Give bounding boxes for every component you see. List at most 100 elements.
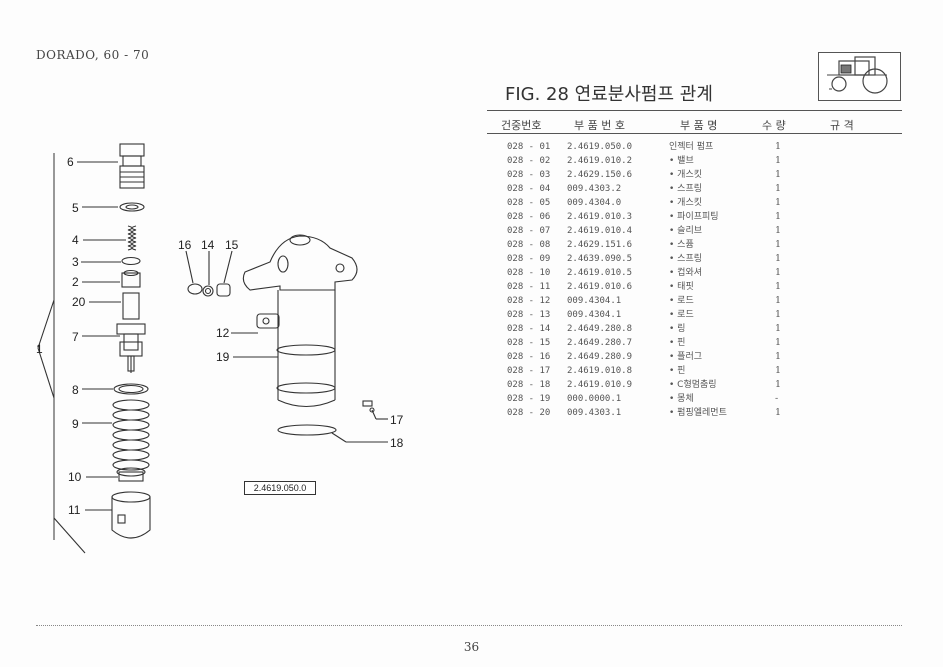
table-top-rule xyxy=(487,110,902,111)
part-number: 009.4303.2 xyxy=(567,184,622,194)
quantity: 1 xyxy=(775,323,782,334)
row-number: 028 - 07 xyxy=(507,226,551,236)
assembly-part-number: 2.4619.050.0 xyxy=(244,481,316,495)
part-name: • 핀 xyxy=(669,366,686,376)
page-number: 36 xyxy=(463,640,480,654)
row-number: 028 - 01 xyxy=(507,142,551,152)
part-name: • 핀 xyxy=(669,338,686,348)
row-number: 028 - 17 xyxy=(507,366,551,376)
row-number: 028 - 09 xyxy=(507,254,551,264)
exploded-diagram: 1 2 3 4 5 6 7 8 9 10 11 12 14 15 16 17 1… xyxy=(36,143,404,554)
part-name: • 로드 xyxy=(669,310,694,320)
part-number: 2.4619.010.5 xyxy=(567,268,633,278)
quantity: 1 xyxy=(775,183,782,194)
part-name: • 태핏 xyxy=(669,282,694,292)
table-row: 028 - 01 2.4619.050.0 인젝터 펌프 1 xyxy=(0,140,943,154)
part-number: 2.4619.010.9 xyxy=(567,380,633,390)
callout-6: 6 xyxy=(67,155,74,169)
part-number: 2.4619.010.2 xyxy=(567,156,633,166)
model-label: DORADO, 60 - 70 xyxy=(36,48,150,62)
part-number: 2.4619.010.6 xyxy=(567,282,633,292)
table-row: 028 - 19 000.0000.1 • 몽체 - xyxy=(0,392,943,406)
part-name: • 플러그 xyxy=(669,352,703,362)
part-name: • 펌핑엘레먼트 xyxy=(669,408,727,418)
table-row: 028 - 11 2.4619.010.6 • 태핏 1 xyxy=(0,280,943,294)
row-number: 028 - 19 xyxy=(507,394,551,404)
callout-5: 5 xyxy=(72,201,79,215)
quantity: 1 xyxy=(775,155,782,166)
part-number: 2.4619.050.0 xyxy=(567,142,633,152)
part-number: 009.4304.0 xyxy=(567,198,622,208)
callout-11: 11 xyxy=(68,503,81,517)
quantity: 1 xyxy=(775,141,782,152)
quantity: 1 xyxy=(775,239,782,250)
callout-10: 10 xyxy=(68,470,82,484)
part-number: 2.4649.280.7 xyxy=(567,338,633,348)
quantity: 1 xyxy=(775,267,782,278)
quantity: 1 xyxy=(775,281,782,292)
quantity: 1 xyxy=(775,337,782,348)
table-header-rule xyxy=(487,133,902,134)
callout-2: 2 xyxy=(72,275,79,289)
part-name: • 링 xyxy=(669,324,686,334)
row-number: 028 - 02 xyxy=(507,156,551,166)
quantity: - xyxy=(775,393,779,404)
tractor-thumbnail xyxy=(818,52,901,101)
quantity: 1 xyxy=(775,309,782,320)
row-number: 028 - 11 xyxy=(507,282,551,292)
footer-rule xyxy=(36,625,902,626)
part-number: 2.4619.010.3 xyxy=(567,212,633,222)
part-name: • 밸브 xyxy=(669,156,694,166)
part-name: • 스프링 xyxy=(669,184,703,194)
part-name: • 개스킷 xyxy=(669,198,703,208)
quantity: 1 xyxy=(775,197,782,208)
callout-17: 17 xyxy=(390,413,404,427)
callout-4: 4 xyxy=(72,233,79,247)
part-number: 2.4619.010.8 xyxy=(567,366,633,376)
col-header-spec: 규 격 xyxy=(830,119,854,132)
callout-3: 3 xyxy=(72,255,79,269)
table-row: 028 - 13 009.4304.1 • 로드 1 xyxy=(0,308,943,322)
part-number: 009.4304.1 xyxy=(567,310,622,320)
figure-title: FIG. 28 연료분사펌프 관계 xyxy=(505,84,713,105)
quantity: 1 xyxy=(775,225,782,236)
part-number: 2.4649.280.8 xyxy=(567,324,633,334)
callout-14: 14 xyxy=(201,238,215,252)
table-row: 028 - 15 2.4649.280.7 • 핀 1 xyxy=(0,336,943,350)
part-number: 009.4303.1 xyxy=(567,408,622,418)
part-number: 000.0000.1 xyxy=(567,394,622,404)
quantity: 1 xyxy=(775,253,782,264)
part-name: • C형멈춤링 xyxy=(669,380,717,390)
callout-19: 19 xyxy=(216,350,230,364)
callout-7: 7 xyxy=(72,330,79,344)
part-name: • 몽체 xyxy=(669,394,694,404)
callout-12: 12 xyxy=(216,326,230,340)
tractor-icon xyxy=(827,56,888,94)
part-name: • 스프링 xyxy=(669,254,703,264)
quantity: 1 xyxy=(775,211,782,222)
callout-9: 9 xyxy=(72,417,79,431)
callout-16: 16 xyxy=(178,238,192,252)
part-name: • 스퓸 xyxy=(669,240,694,250)
part-name: • 슬리브 xyxy=(669,226,703,236)
col-header-name: 부 품 명 xyxy=(680,119,718,132)
callout-18: 18 xyxy=(390,436,404,450)
row-number: 028 - 04 xyxy=(507,184,551,194)
table-row: 028 - 02 2.4619.010.2 • 밸브 1 xyxy=(0,154,943,168)
row-number: 028 - 15 xyxy=(507,338,551,348)
part-name: 인젝터 펌프 xyxy=(669,142,714,152)
part-number: 2.4629.151.6 xyxy=(567,240,633,250)
part-name: • 파이프피팅 xyxy=(669,212,719,222)
row-number: 028 - 13 xyxy=(507,310,551,320)
callout-20: 20 xyxy=(72,295,86,309)
part-name: • 개스킷 xyxy=(669,170,703,180)
